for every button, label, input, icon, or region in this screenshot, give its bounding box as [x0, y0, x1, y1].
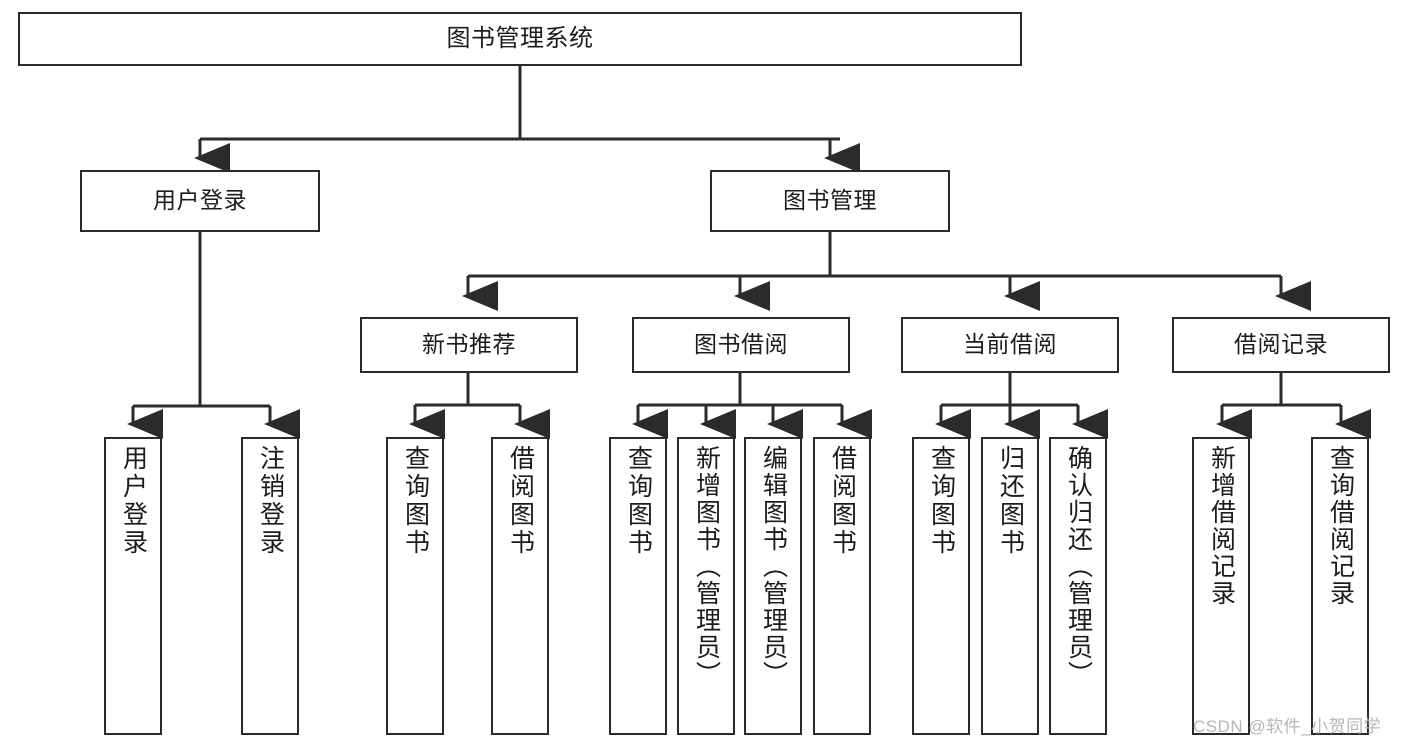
node-label: 确认归还（管理员）: [1064, 445, 1093, 688]
node-leaf-logout[interactable]: 注销登录: [241, 437, 299, 735]
node-leaf-add-borrow-record[interactable]: 新增借阅记录: [1192, 437, 1250, 735]
node-leaf-borrow-book-recommend[interactable]: 借阅图书: [491, 437, 549, 735]
node-leaf-query-borrow-record[interactable]: 查询借阅记录: [1311, 437, 1369, 735]
node-label: 新增借阅记录: [1207, 445, 1236, 607]
node-label: 用户登录: [119, 445, 148, 557]
node-leaf-query-book-borrow[interactable]: 查询图书: [609, 437, 667, 735]
node-user-login[interactable]: 用户登录: [80, 170, 320, 232]
node-label: 编辑图书（管理员）: [759, 445, 788, 688]
node-label: 查询图书: [401, 445, 430, 557]
node-leaf-borrow-book[interactable]: 借阅图书: [813, 437, 871, 735]
node-label: 查询图书: [624, 445, 653, 557]
node-leaf-edit-book-admin[interactable]: 编辑图书（管理员）: [744, 437, 802, 735]
node-label: 图书管理: [783, 187, 877, 214]
node-book-borrow[interactable]: 图书借阅: [632, 317, 850, 373]
watermark: CSDN @软件_小贺同学: [1193, 717, 1382, 736]
node-label: 借阅图书: [828, 445, 857, 557]
node-label: 查询借阅记录: [1326, 445, 1355, 607]
node-current-borrow[interactable]: 当前借阅: [901, 317, 1119, 373]
node-leaf-return-book[interactable]: 归还图书: [981, 437, 1039, 735]
node-leaf-confirm-return-admin[interactable]: 确认归还（管理员）: [1049, 437, 1107, 735]
node-label: 新增图书（管理员）: [692, 445, 721, 688]
node-label: 借阅图书: [506, 445, 535, 557]
node-root-system[interactable]: 图书管理系统: [18, 12, 1022, 66]
node-label: 查询图书: [927, 445, 956, 557]
node-new-book-recommend[interactable]: 新书推荐: [360, 317, 578, 373]
node-label: 图书借阅: [694, 331, 788, 358]
node-leaf-add-book-admin[interactable]: 新增图书（管理员）: [677, 437, 735, 735]
node-label: 归还图书: [996, 445, 1025, 557]
node-leaf-user-login[interactable]: 用户登录: [104, 437, 162, 735]
node-book-management[interactable]: 图书管理: [710, 170, 950, 232]
node-label: 用户登录: [153, 187, 247, 214]
node-label: 当前借阅: [963, 331, 1057, 358]
node-borrow-record[interactable]: 借阅记录: [1172, 317, 1390, 373]
node-label: 图书管理系统: [446, 24, 594, 52]
node-leaf-query-book-recommend[interactable]: 查询图书: [386, 437, 444, 735]
node-leaf-query-book-current[interactable]: 查询图书: [912, 437, 970, 735]
node-label: 新书推荐: [422, 331, 516, 358]
node-label: 借阅记录: [1234, 331, 1328, 358]
node-label: 注销登录: [256, 445, 285, 557]
